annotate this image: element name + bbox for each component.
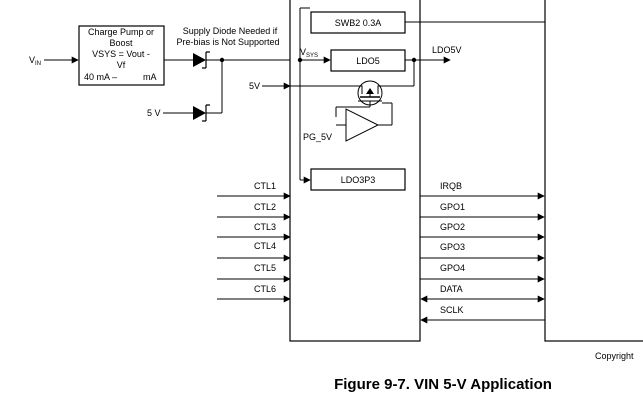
gpo2-label: GPO2 [440,222,465,232]
five-v-internal-label: 5V [249,81,260,91]
ldo5v-label: LDO5V [432,45,462,55]
copyright-text: Copyright [595,351,634,361]
gpo3-label: GPO3 [440,242,465,252]
ctl1-label: CTL1 [254,181,276,191]
gpo4-label: GPO4 [440,263,465,273]
five-v-input-label: 5 V [147,108,161,118]
figure-caption: Figure 9-7. VIN 5-V Application [334,376,552,393]
irqb-label: IRQB [440,181,462,191]
pump-line2: Boost [109,38,133,48]
pump-line5a: 40 mA – [84,72,117,82]
ldo3p3-block [310,168,406,191]
ctl3-label: CTL3 [254,222,276,232]
pump-line4: Vf [117,60,126,70]
ldo5-label: LDO5 [356,56,380,66]
pmic-block [289,0,421,342]
gpo1-label: GPO1 [440,202,465,212]
ctl-inputs [217,192,291,303]
sclk-label: SCLK [440,305,464,315]
pump-line1: Charge Pump or [88,27,154,37]
ctl5-label: CTL5 [254,263,276,273]
diode-note-line2: Pre-bias is Not Supported [176,37,279,47]
host-processor-block [544,0,643,342]
pump-line3: VSYS = Vout - [92,49,150,59]
vin-label: VIN [29,55,41,67]
pg5v-label: PG_5V [303,132,332,142]
charge-pump-block [78,25,165,86]
ctl6-label: CTL6 [254,284,276,294]
pg5v-comparator [336,102,393,142]
diode-note-line1: Supply Diode Needed if [183,26,278,36]
vsys-label: VSYS [300,47,318,59]
data-label: DATA [440,284,463,294]
right-signals [420,192,545,324]
ldo3p3-label: LDO3P3 [341,175,376,185]
swb2-label: SWB2 0.3A [335,18,382,28]
pump-line5b: mA [143,72,157,82]
mosfet-switch [335,80,383,117]
ctl2-label: CTL2 [254,202,276,212]
ctl4-label: CTL4 [254,241,276,251]
